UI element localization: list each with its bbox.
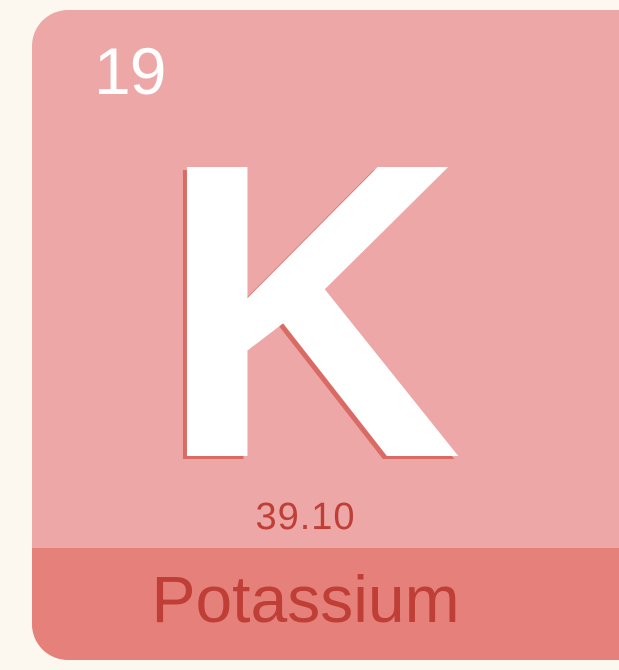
element-name: Potassium [151,562,460,636]
atomic-number: 19 [94,34,166,108]
symbol-container: K [32,102,619,522]
atomic-mass: 39.10 [255,496,356,538]
element-tile: 19 K 39.10 Potassium [32,10,619,660]
name-band: Potassium [32,548,619,660]
element-symbol: K [158,77,463,546]
